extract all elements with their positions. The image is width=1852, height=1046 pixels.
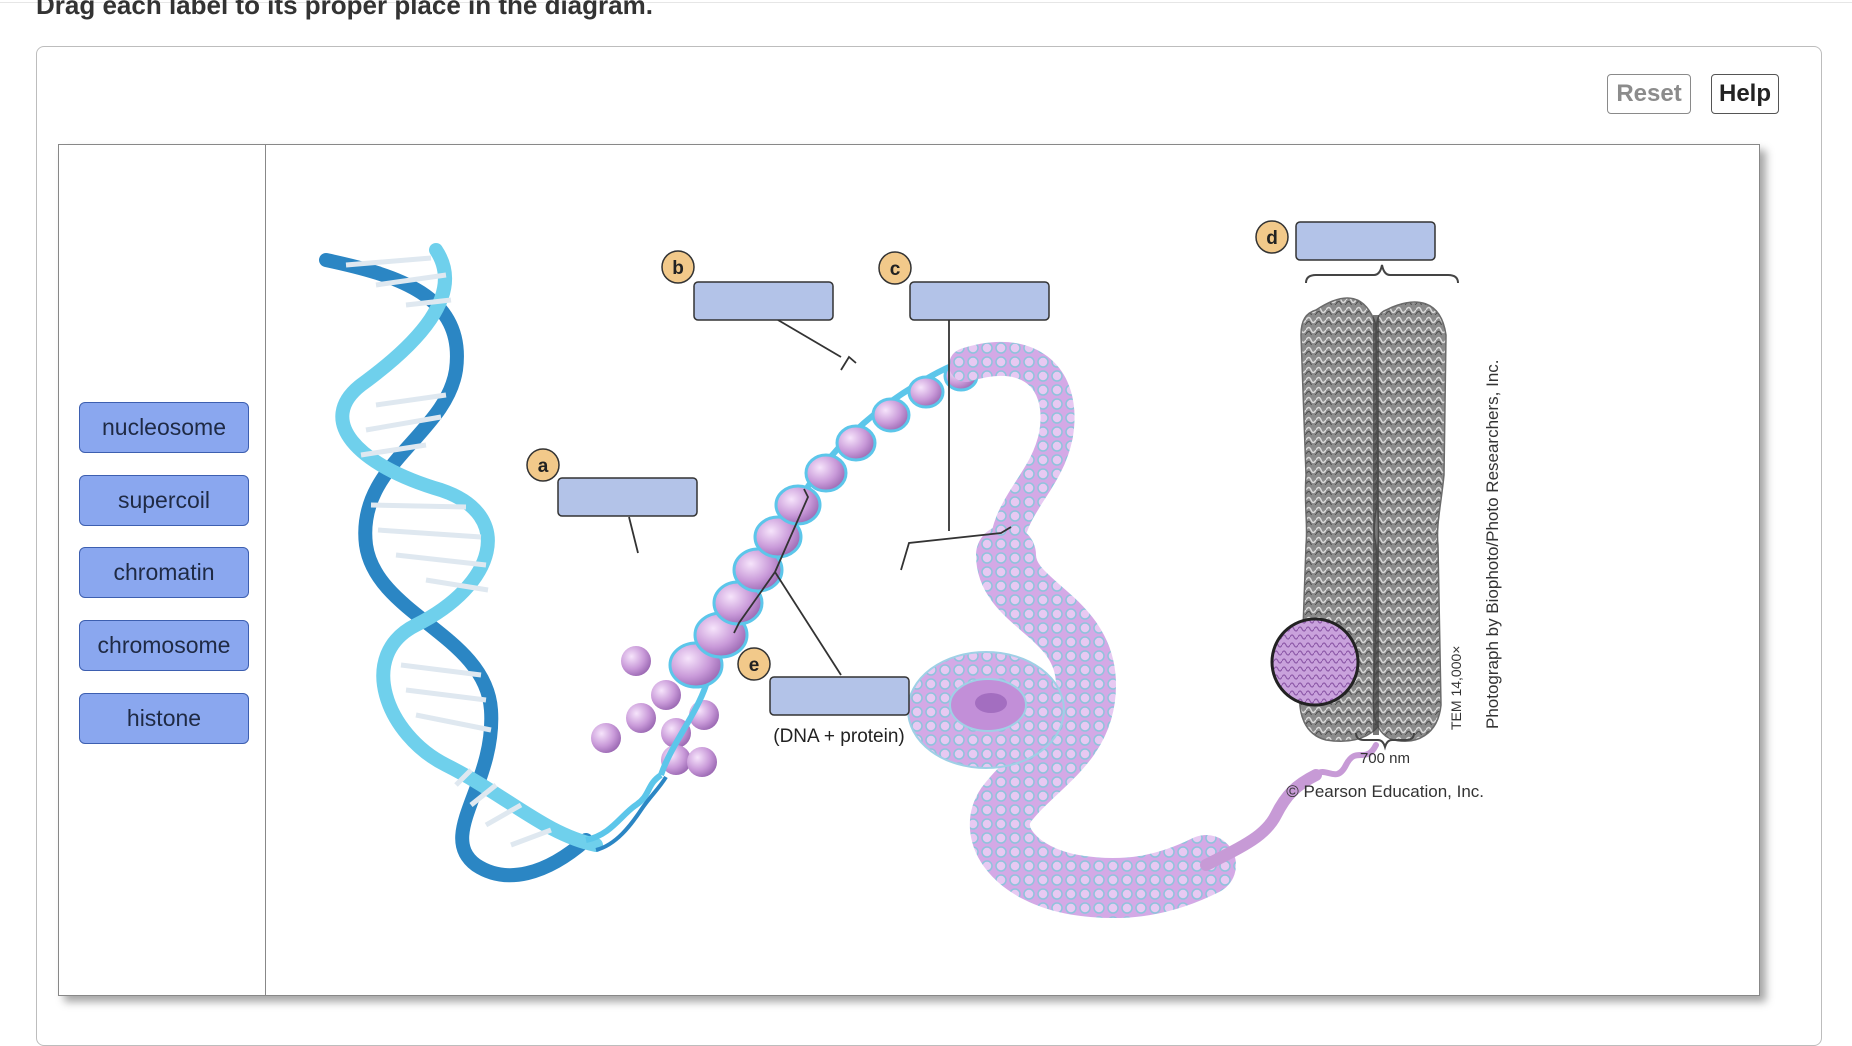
svg-text:a: a — [538, 456, 549, 477]
marker-d: d — [1256, 221, 1288, 253]
marker-e: e — [738, 648, 770, 680]
drop-target-d[interactable] — [1296, 222, 1435, 260]
reset-button[interactable]: Reset — [1607, 74, 1691, 114]
scale-bar-label: 700 nm — [1360, 750, 1410, 767]
drop-target-c[interactable] — [910, 282, 1049, 320]
marker-b: b — [662, 251, 694, 283]
marker-c: c — [879, 252, 911, 284]
label-supercoil[interactable]: supercoil — [79, 475, 249, 526]
label-histone[interactable]: histone — [79, 693, 249, 744]
drop-target-b[interactable] — [694, 282, 833, 320]
marker-a: a — [527, 449, 559, 481]
photo-credit: Photograph by Biophoto/Photo Researchers… — [1483, 359, 1502, 729]
label-nucleosome[interactable]: nucleosome — [79, 402, 249, 453]
svg-text:c: c — [890, 259, 901, 280]
svg-text:b: b — [672, 258, 684, 279]
drop-target-a[interactable] — [558, 478, 697, 516]
drop-target-e[interactable] — [770, 677, 909, 715]
label-chromatin[interactable]: chromatin — [79, 547, 249, 598]
instructions-text: Drag each label to its proper place in t… — [36, 0, 653, 21]
help-button[interactable]: Help — [1711, 74, 1779, 114]
drag-drop-workspace: nucleosome supercoil chromatin chromosom… — [58, 144, 1760, 996]
label-bank: nucleosome supercoil chromatin chromosom… — [59, 145, 266, 995]
svg-text:e: e — [749, 655, 760, 676]
chromosome-photo — [1272, 265, 1458, 747]
dna-double-helix — [326, 250, 666, 875]
label-chromosome[interactable]: chromosome — [79, 620, 249, 671]
chromosome-structure-diagram: 700 nm TEM 14,000× Photograph by Biophot… — [266, 145, 1758, 994]
magnification-label: TEM 14,000× — [1448, 646, 1464, 730]
copyright-notice: © Pearson Education, Inc. — [1286, 782, 1484, 801]
svg-text:d: d — [1266, 228, 1278, 249]
dna-protein-caption: (DNA + protein) — [773, 726, 904, 747]
